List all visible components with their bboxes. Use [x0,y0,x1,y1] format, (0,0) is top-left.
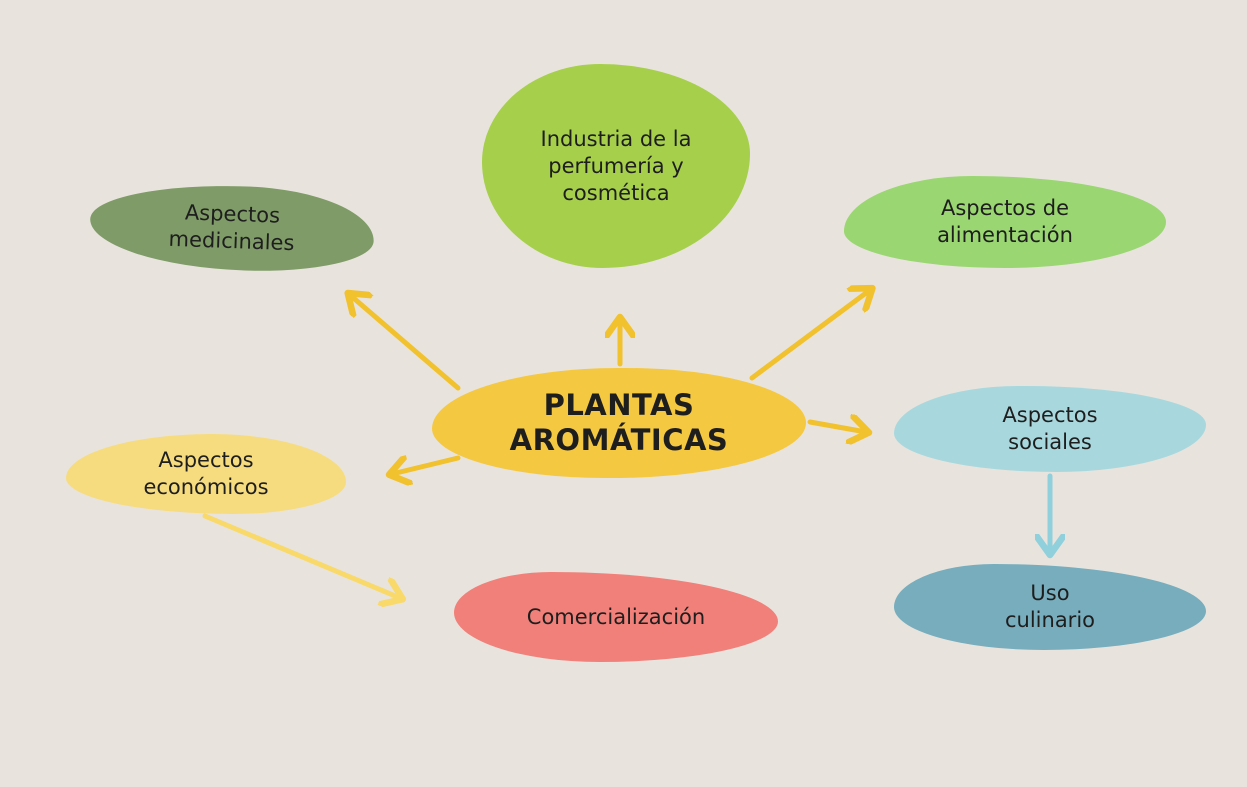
node-label: Uso culinario [1004,581,1096,632]
node-label: Comercialización [526,604,706,629]
arrow-center-to-medicinales [350,295,461,391]
arrow-center-to-economicos [392,458,461,474]
arrow-economicos-to-comercializacion [202,513,400,598]
node-industria-perfumeria: Industria de la perfumería y cosmética [482,64,750,268]
node-aspectos-sociales: Aspectos sociales [894,386,1206,472]
node-label: Aspectos económicos [143,448,269,499]
arrow-center-to-alimentacion [749,290,870,381]
node-label: Aspectos medicinales [168,200,295,256]
node-label: Aspectos sociales [1002,403,1098,454]
arrow-center-to-sociales [807,422,866,432]
node-label: Aspectos de alimentación [937,196,1073,247]
node-plantas-aromaticas: PLANTAS AROMÁTICAS [432,368,806,478]
central-topic-label: PLANTAS AROMÁTICAS [509,388,729,457]
node-aspectos-alimentacion: Aspectos de alimentación [844,176,1166,268]
node-label: Industria de la perfumería y cosmética [540,126,692,205]
node-aspectos-economicos: Aspectos económicos [66,434,346,514]
